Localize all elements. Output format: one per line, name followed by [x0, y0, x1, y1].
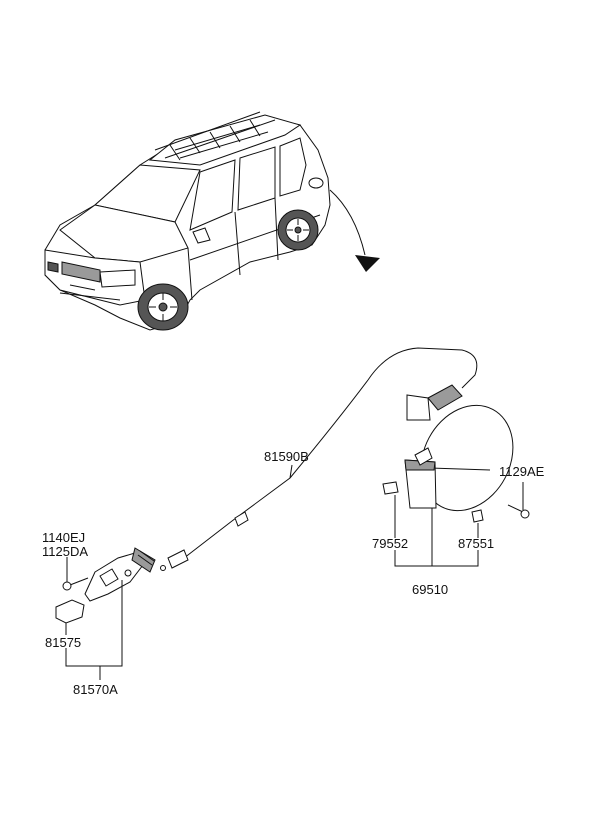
label-bumper: 79552: [372, 536, 408, 551]
label-lever-assy: 81570A: [73, 682, 118, 697]
fuel-opener-lever: [55, 547, 156, 624]
label-screw-2: 1125DA: [42, 544, 88, 559]
label-spring: 87551: [458, 536, 494, 551]
fuel-filler-door: [382, 404, 530, 523]
release-cable: [160, 347, 478, 571]
label-lever-cover: 81575: [45, 635, 81, 650]
part-labels: 81590B 1129AE 79552 87551 69510 1140EJ 1…: [42, 449, 545, 697]
vehicle-illustration: [44, 111, 380, 331]
arrow-head-icon: [355, 255, 380, 272]
label-screw-1: 1140EJ: [42, 530, 85, 545]
label-cable: 81590B: [264, 449, 309, 464]
leader-lines: [65, 464, 524, 680]
front-wheel: [137, 283, 189, 331]
label-housing-assy: 69510: [412, 582, 448, 597]
label-filler-door-screw: 1129AE: [499, 464, 545, 479]
rear-wheel: [277, 209, 319, 251]
